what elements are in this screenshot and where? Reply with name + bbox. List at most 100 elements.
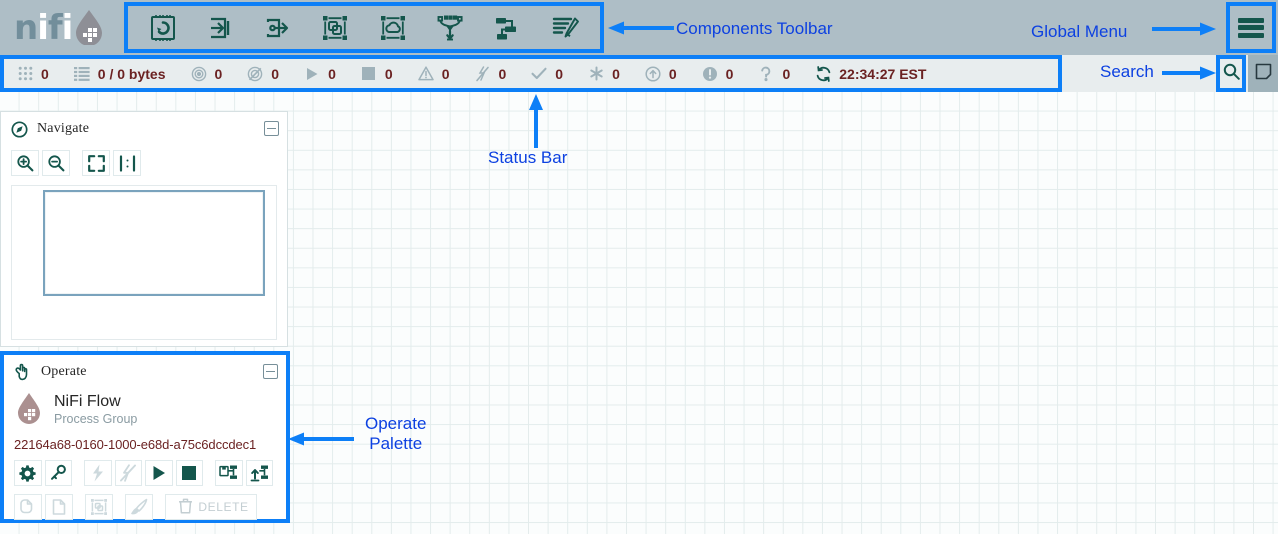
operate-flow-texts: NiFi Flow Process Group [54, 393, 137, 427]
operate-collapse-button[interactable] [263, 364, 278, 379]
group-button[interactable] [85, 494, 113, 520]
search-icon [1223, 63, 1240, 85]
copy-button[interactable] [14, 494, 42, 520]
status-value: 0 [384, 65, 393, 82]
status-value: 0 [271, 65, 280, 82]
disabled-icon [473, 65, 491, 83]
change-color-button[interactable] [125, 494, 153, 520]
funnel-tool[interactable] [429, 8, 471, 48]
status-queued: 0 / 0 bytes [73, 65, 166, 83]
disable-button[interactable] [114, 460, 142, 486]
question-mark-icon [757, 65, 775, 83]
annotation-status-bar: Status Bar [488, 148, 568, 167]
configure-button[interactable] [14, 460, 42, 486]
zoom-in-button[interactable] [11, 150, 39, 176]
status-last-refreshed: 22:34:27 EST [814, 65, 926, 83]
status-value: 0 [214, 65, 223, 82]
status-value: 0 [725, 65, 734, 82]
process-groups-icon [16, 65, 34, 83]
create-template-button[interactable] [215, 460, 243, 486]
annotation-arrow-global-menu [1152, 22, 1216, 36]
status-transmitting: 0 [190, 65, 223, 83]
warning-triangle-icon [417, 65, 435, 83]
variable-registry-button[interactable] [44, 460, 72, 486]
operate-flow-name: NiFi Flow [54, 393, 121, 411]
zoom-fit-button[interactable] [82, 150, 110, 176]
note-page-icon [1255, 63, 1272, 85]
enable-button[interactable] [84, 460, 112, 486]
status-disabled: 0 [473, 65, 506, 83]
status-stale: 0 [644, 65, 677, 83]
operate-hand-icon [14, 363, 32, 381]
global-menu-button[interactable] [1226, 2, 1276, 53]
processor-tool[interactable] [142, 8, 184, 48]
search-button[interactable] [1216, 55, 1246, 92]
annotation-arrow-search [1162, 66, 1216, 80]
status-value: 0 [782, 65, 791, 82]
annotation-operate-line1: Operate [365, 414, 427, 433]
status-value: 0 [41, 65, 49, 82]
navigate-collapse-button[interactable] [264, 121, 279, 136]
operate-buttons-row-1 [14, 460, 276, 486]
start-button[interactable] [145, 460, 173, 486]
minimap-viewport[interactable] [43, 190, 265, 296]
status-active-threads: 0 [16, 65, 49, 83]
status-value: 22:34:27 EST [839, 65, 927, 82]
check-icon [530, 65, 548, 83]
asterisk-icon [587, 65, 605, 83]
upload-template-button[interactable] [245, 460, 273, 486]
zoom-actual-size-button[interactable] [113, 150, 141, 176]
navigate-minimap[interactable] [11, 185, 277, 340]
exclamation-circle-icon [701, 65, 719, 83]
delete-button[interactable]: DELETE [165, 494, 257, 520]
annotation-arrow-operate-palette [288, 432, 354, 446]
status-value: 0 [498, 65, 507, 82]
navigate-compass-icon [11, 120, 28, 138]
operate-flow-summary: NiFi Flow Process Group [14, 391, 276, 430]
operate-panel-title: Operate [41, 364, 87, 379]
navigate-panel-title: Navigate [37, 121, 90, 136]
stop-icon [360, 65, 378, 83]
template-tool[interactable] [487, 8, 529, 48]
status-value: 0 [555, 65, 564, 82]
status-invalid: 0 [417, 65, 449, 83]
nifi-logo[interactable]: nifi [0, 0, 120, 55]
status-value: 0 [612, 65, 620, 82]
status-running: 0 [303, 65, 336, 83]
operate-panel: Operate NiFi Flow Process Group 22164a6 [0, 351, 290, 523]
status-up-to-date: 0 [530, 65, 563, 83]
annotation-arrow-components [608, 21, 674, 35]
status-bar: 0 0 / 0 bytes 0 0 [0, 55, 1062, 92]
remote-process-group-tool[interactable] [372, 8, 414, 48]
components-toolbar[interactable] [124, 2, 604, 53]
queue-list-icon [73, 65, 91, 83]
status-not-transmitting: 0 [246, 65, 279, 83]
annotation-global-menu: Global Menu [1031, 22, 1128, 41]
label-tool[interactable] [544, 8, 586, 48]
notes-button[interactable] [1248, 55, 1278, 92]
logo-text: nifi [14, 7, 73, 48]
annotation-components-toolbar: Components Toolbar [676, 19, 833, 38]
operate-buttons-row-2: DELETE [14, 494, 276, 520]
process-group-tool[interactable] [314, 8, 356, 48]
trash-icon [178, 498, 193, 517]
input-port-tool[interactable] [199, 8, 241, 48]
zoom-out-button[interactable] [42, 150, 70, 176]
operate-flow-id: 22164a68-0160-1000-e68d-a75c6dccdec1 [14, 437, 257, 452]
process-group-drop-icon [14, 391, 44, 430]
status-locally-modified: 0 [587, 65, 620, 83]
output-port-tool[interactable] [257, 8, 299, 48]
status-sync-failure: 0 [757, 65, 790, 83]
stop-button[interactable] [175, 460, 203, 486]
operate-panel-header: Operate [4, 355, 286, 389]
status-value: 0 [328, 65, 336, 82]
transmitting-icon [190, 65, 208, 83]
paste-button[interactable] [45, 494, 73, 520]
refresh-icon [814, 65, 832, 83]
navigate-zoom-buttons [1, 146, 287, 182]
navigate-panel-header: Navigate [1, 112, 287, 146]
delete-label: DELETE [198, 500, 249, 514]
navigate-panel: Navigate [0, 111, 288, 347]
play-icon [303, 65, 321, 83]
